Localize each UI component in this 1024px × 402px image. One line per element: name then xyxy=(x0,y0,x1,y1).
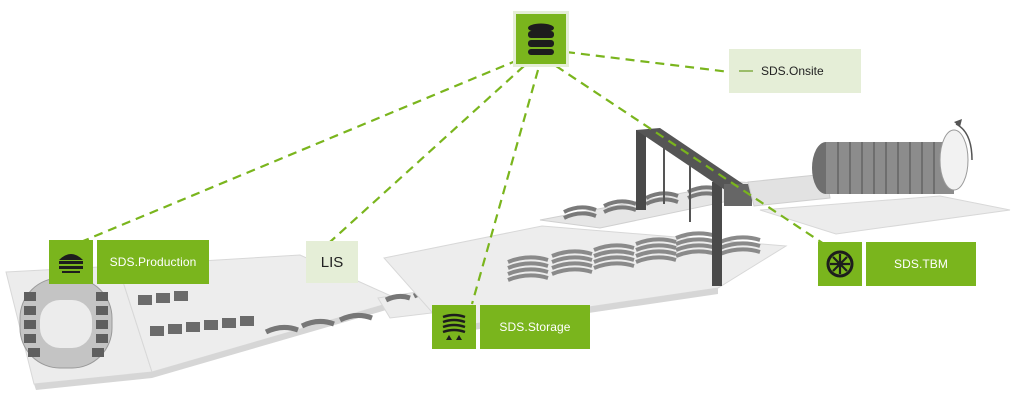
production-label-box: SDS.Production xyxy=(97,240,209,284)
storage-label: SDS.Storage xyxy=(499,320,571,334)
tbm-tunnel xyxy=(812,119,973,194)
link-tbm xyxy=(555,65,825,245)
stacked-segments-icon xyxy=(432,305,476,349)
link-onsite xyxy=(565,50,747,76)
tbm-label: SDS.TBM xyxy=(893,257,949,271)
lis-label: LIS xyxy=(320,253,344,271)
curing-blocks xyxy=(138,291,254,336)
production-label: SDS.Production xyxy=(109,255,197,269)
onsite-label: SDS.Onsite xyxy=(761,64,824,78)
lis-node: LIS xyxy=(306,241,358,283)
connection-lines xyxy=(75,50,825,305)
production-platform-edge xyxy=(34,372,152,390)
onsite-node: SDS.Onsite xyxy=(729,49,861,93)
link-storage xyxy=(470,69,540,305)
link-lis xyxy=(329,65,525,243)
curing-segments xyxy=(264,312,373,335)
factory-icon xyxy=(49,240,93,284)
cutterhead-icon xyxy=(818,242,862,286)
tunnel-conveyor xyxy=(747,173,831,207)
curing-platform-edge xyxy=(152,300,400,378)
database-icon xyxy=(516,14,566,64)
storage-label-box: SDS.Storage xyxy=(480,305,590,349)
dash-marker xyxy=(739,70,753,72)
tbm-platform xyxy=(759,195,1011,235)
link-production xyxy=(75,58,519,246)
tbm-label-box: SDS.TBM xyxy=(866,242,976,286)
production-track-inner xyxy=(40,300,92,348)
production-molds xyxy=(24,292,108,357)
